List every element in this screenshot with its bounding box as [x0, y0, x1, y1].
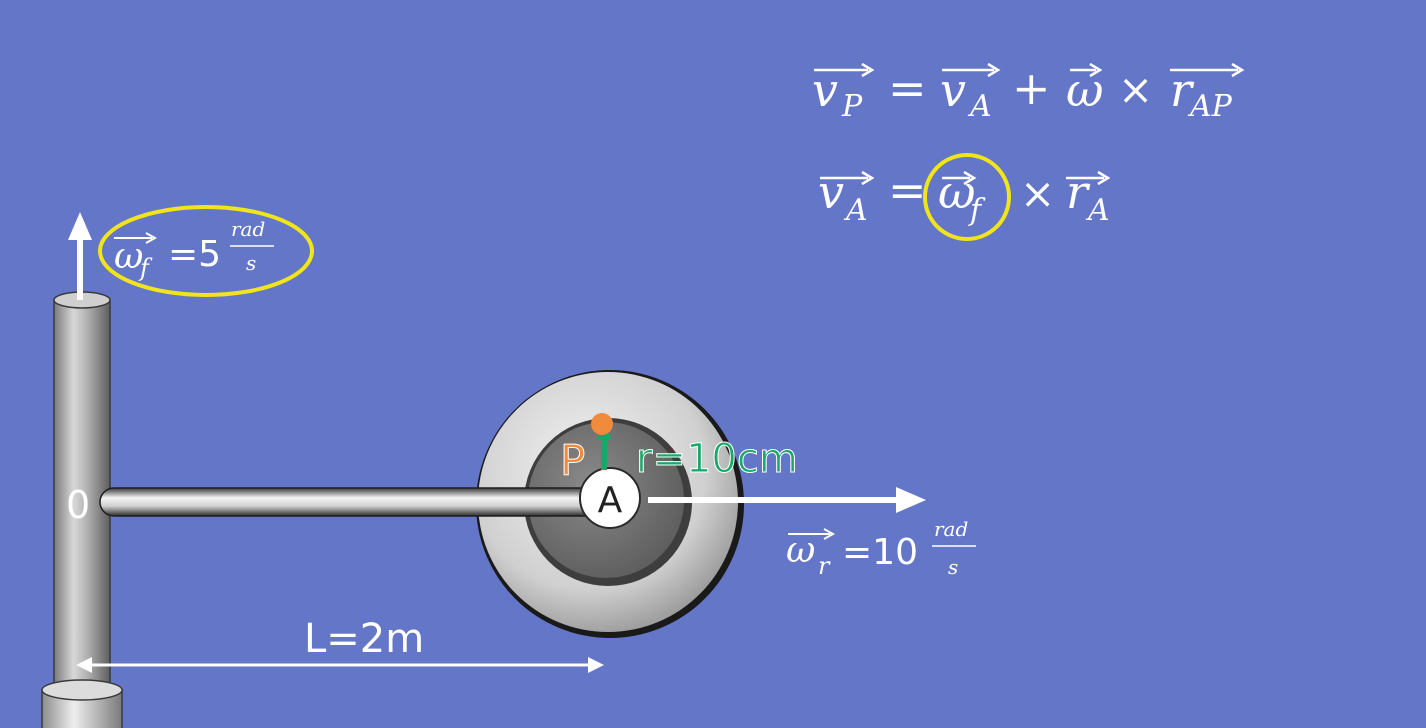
eq1-vp-symbol: v — [812, 63, 838, 117]
omega-f-highlight-circle — [923, 153, 1011, 241]
eq1-rap-subscript: AP — [1187, 89, 1233, 124]
eq1-va-subscript: A — [967, 89, 992, 124]
horizontal-arm — [99, 487, 601, 517]
eq1-plus: + — [1012, 61, 1051, 115]
omega-f-subscript: f — [138, 254, 153, 282]
point-p-marker — [591, 413, 613, 435]
eq2-va-vector-arrow — [820, 170, 875, 186]
omega-r-vector-arrow — [788, 528, 836, 540]
omega-r-unit-denominator: s — [948, 555, 958, 579]
eq1-va-vector-arrow — [942, 62, 1001, 78]
omega-f-unit-numerator: rad — [231, 217, 265, 241]
eq1-rap-vector-arrow — [1170, 62, 1245, 78]
eq2-ra-vector-arrow — [1066, 170, 1111, 186]
eq1-omega-vector-arrow — [1070, 62, 1103, 78]
point-a: A — [579, 467, 641, 529]
length-dimension-arrow — [76, 657, 604, 673]
omega-f-label: ω f =5 rad s — [98, 205, 314, 297]
omega-f-value: =5 — [168, 234, 221, 275]
omega-r-value: =10 — [842, 532, 918, 573]
point-p-label: P — [560, 436, 585, 485]
point-a-label: A — [598, 480, 623, 521]
origin-label: 0 — [66, 483, 90, 527]
eq2-times: × — [1020, 169, 1055, 218]
omega-f-highlight-ellipse — [98, 205, 314, 297]
omega-f-vector-arrow — [114, 232, 158, 244]
eq1-rap-symbol: r — [1170, 63, 1195, 117]
omega-f-symbol: ω — [114, 236, 143, 277]
equation-line-1: v P = v A + ω × r AP — [812, 61, 1245, 124]
eq1-vp-subscript: P — [841, 89, 863, 124]
omega-r-symbol: ω — [786, 530, 815, 571]
eq1-times: × — [1118, 65, 1153, 114]
eq2-va-symbol: v — [818, 165, 844, 219]
eq2-ra-subscript: A — [1085, 193, 1110, 228]
equation-line-2: v A = ω f × r A — [818, 153, 1111, 241]
radius-label: r=10cm — [636, 436, 798, 482]
omega-r-label: ω r =10 rad s — [786, 517, 976, 580]
pole-base — [41, 679, 123, 728]
omega-f-arrow — [68, 212, 92, 300]
omega-r-unit-numerator: rad — [934, 517, 968, 541]
eq2-equals: = — [888, 163, 927, 217]
omega-f-unit-denominator: s — [246, 251, 256, 275]
eq2-ra-symbol: r — [1066, 165, 1091, 219]
omega-r-subscript: r — [818, 552, 831, 580]
eq1-equals: = — [888, 61, 927, 115]
eq2-omega-subscript: f — [968, 193, 986, 228]
length-label: L=2m — [304, 616, 424, 662]
eq2-va-subscript: A — [843, 193, 868, 228]
eq1-va-symbol: v — [940, 63, 966, 117]
omega-r-arrow — [648, 487, 926, 513]
eq2-omega-vector-arrow — [942, 170, 977, 186]
eq1-vp-vector-arrow — [814, 62, 875, 78]
